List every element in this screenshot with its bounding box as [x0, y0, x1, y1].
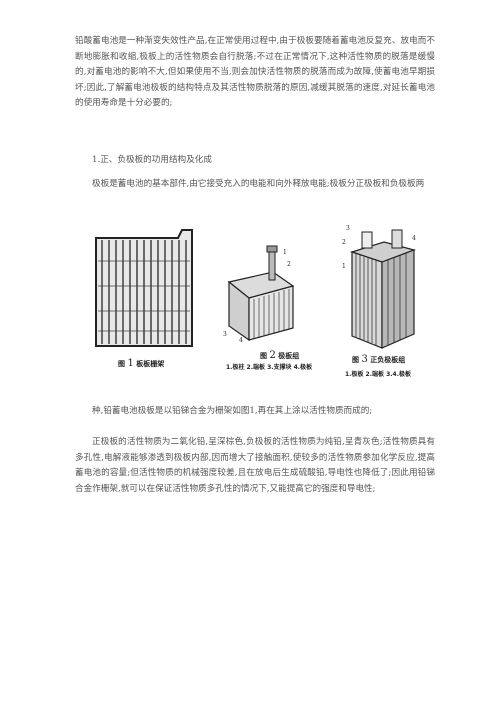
figure-1-caption: 图 1 板板栅架: [118, 358, 164, 369]
figure-3-callout-2: 2: [342, 239, 346, 246]
figure-2-legend: 1.极柱 2.端板 3.支撑块 4.极板: [226, 364, 313, 371]
figure-2-caption: 图 2 极板组: [260, 350, 299, 361]
figure-3-caption: 图 3 正负极板组: [352, 354, 405, 365]
figure-2-number: 2: [269, 350, 276, 361]
intro-paragraph: 铅酸蓄电池是一种渐变失效性产品,在正常使用过程中,由于极板要随着蓄电池反复充、放…: [75, 36, 435, 109]
figure-3-legend: 1.极板 2.端板 3.4.极板: [345, 371, 411, 378]
figure-3-plate-assembly: 1 2 3 4: [342, 225, 416, 349]
figure-1-number: 1: [127, 358, 134, 369]
body-paragraph-plates: 极板是蓄电池的基本部件,由它接受充入的电能和向外释放电能;极板分正极板和负极板两: [92, 179, 425, 189]
figure-2-prefix: 图: [260, 352, 267, 360]
figure-3-callout-3: 3: [346, 225, 350, 232]
figure-2-callout-4: 4: [239, 337, 243, 342]
figure-3-callout-1: 1: [342, 263, 346, 270]
figure-3-title: 正负极板组: [370, 356, 406, 364]
figure-1-title: 板板栅架: [136, 360, 165, 368]
figure-1-grid-frame: [95, 229, 193, 347]
figure-2-plate-group: 1 2 3 4: [223, 245, 295, 342]
body-paragraph-grid: 种,铅蓄电池极板是以铅锑合金为栅架如图1,再在其上涂以活性物质而成的;: [92, 406, 373, 416]
figure-2-callout-2: 2: [287, 261, 291, 268]
body-paragraph-active-material: 正极板的活性物质为二氧化铅,呈深棕色,负极板的活性物质为纯铅,呈青灰色;活性物质…: [75, 437, 435, 494]
figure-1-prefix: 图: [118, 360, 125, 368]
figure-2-title: 极板组: [278, 352, 300, 360]
figure-2-callout-3: 3: [223, 331, 227, 338]
figure-2-callout-1: 1: [283, 249, 287, 256]
figure-3-prefix: 图: [352, 356, 359, 364]
section-heading: 1.正、负极板的功用结构及化成: [92, 155, 212, 165]
figure-3-number: 3: [361, 354, 368, 365]
figure-3-callout-4: 4: [412, 235, 416, 242]
figure-strip: 图 1 板板栅架 1 2 3 4 图 2 极板组 1.极柱 2.端板 3.支撑块…: [88, 224, 419, 386]
